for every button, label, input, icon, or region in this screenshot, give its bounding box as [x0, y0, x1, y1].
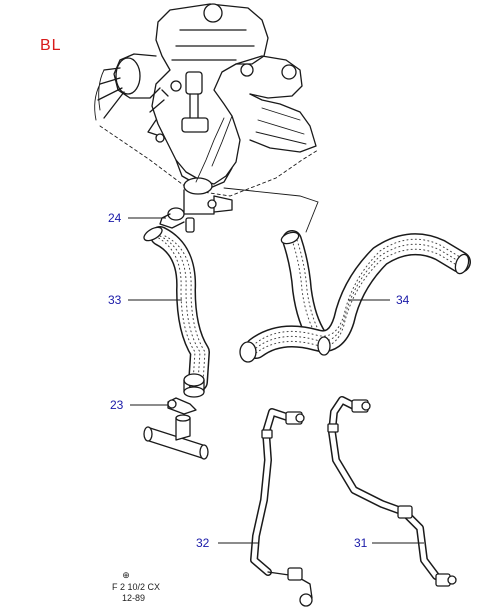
- part-23-connector: [143, 397, 209, 460]
- part-24-clip: [159, 207, 195, 233]
- callout-23: 23: [110, 398, 124, 412]
- callout-34: 34: [396, 293, 410, 307]
- diagram-code-label: BL: [40, 37, 62, 54]
- footer-date: 12-89: [122, 593, 145, 603]
- solenoid: [115, 57, 141, 95]
- top-cap: [203, 3, 223, 23]
- footer-ref: F 2 10/2 CX: [112, 582, 160, 592]
- callout-24: 24: [108, 211, 122, 225]
- part-33-hose: [143, 226, 210, 398]
- part-34-hose: [239, 230, 471, 363]
- callout-33: 33: [108, 293, 122, 307]
- part-32-pipe: [250, 408, 313, 607]
- callout-32: 32: [196, 536, 210, 550]
- injection-pump-assembly: [94, 3, 319, 233]
- footer-symbol: ⊕: [122, 570, 130, 580]
- part-31-pipe: [327, 396, 457, 587]
- callout-31: 31: [354, 536, 368, 550]
